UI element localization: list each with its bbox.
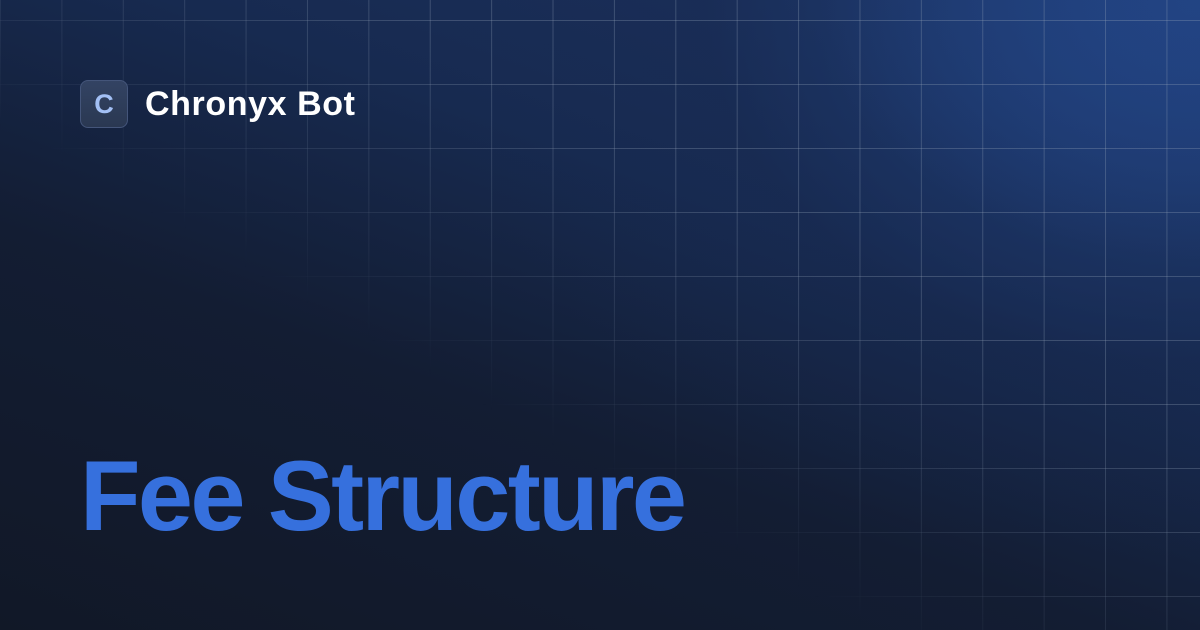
brand: C Chronyx Bot <box>80 80 356 128</box>
brand-name: Chronyx Bot <box>145 85 356 123</box>
logo-icon: C <box>80 80 128 128</box>
logo-letter: C <box>94 88 114 119</box>
page-title: Fee Structure <box>80 440 687 551</box>
